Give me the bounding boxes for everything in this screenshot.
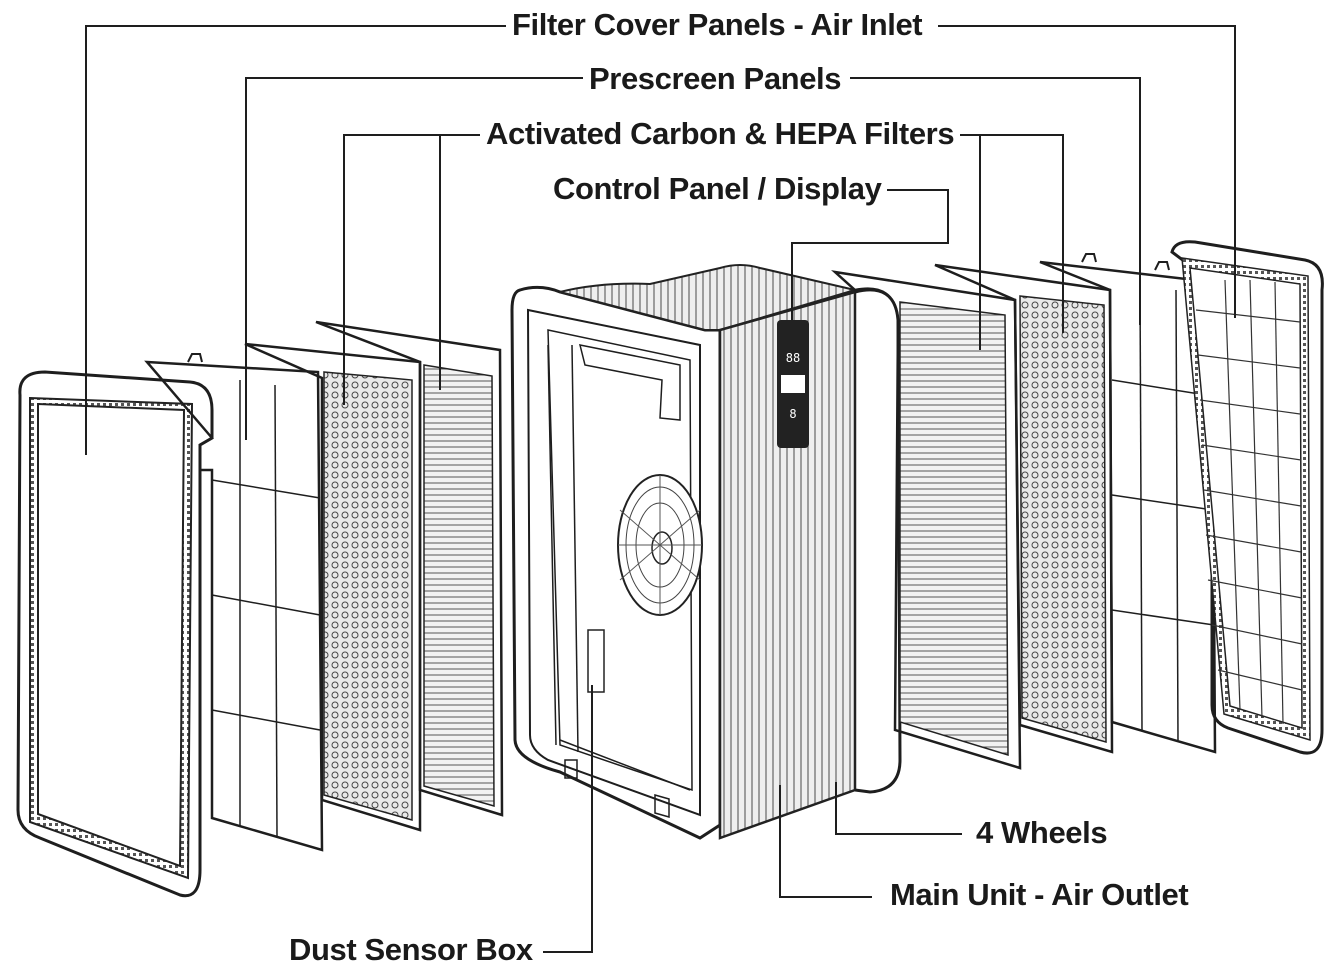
control-panel-display: 88 8 [777,320,809,448]
label-filter-cover-panels: Filter Cover Panels - Air Inlet [506,8,929,42]
left-hepa-filter [315,320,504,817]
dust-sensor-box [587,629,605,693]
label-wheels: 4 Wheels [970,816,1114,850]
left-carbon-filter [244,342,422,832]
right-carbon-filter [934,263,1114,754]
label-prescreen-panels: Prescreen Panels [583,62,848,96]
label-dust-sensor-box: Dust Sensor Box [283,933,539,967]
main-unit-body: 88 8 [510,264,902,840]
svg-text:8: 8 [789,407,796,421]
right-hepa-filter [831,270,1022,770]
label-main-unit: Main Unit - Air Outlet [884,878,1195,912]
left-prescreen-panel [144,353,324,852]
svg-text:88: 88 [786,351,800,365]
label-carbon-hepa-filters: Activated Carbon & HEPA Filters [480,117,961,151]
fan-grille [617,474,703,616]
left-filter-cover-panel [16,370,214,898]
label-control-panel: Control Panel / Display [547,172,888,206]
right-filter-cover-panel [1170,240,1324,755]
leader-lines [85,25,1236,953]
